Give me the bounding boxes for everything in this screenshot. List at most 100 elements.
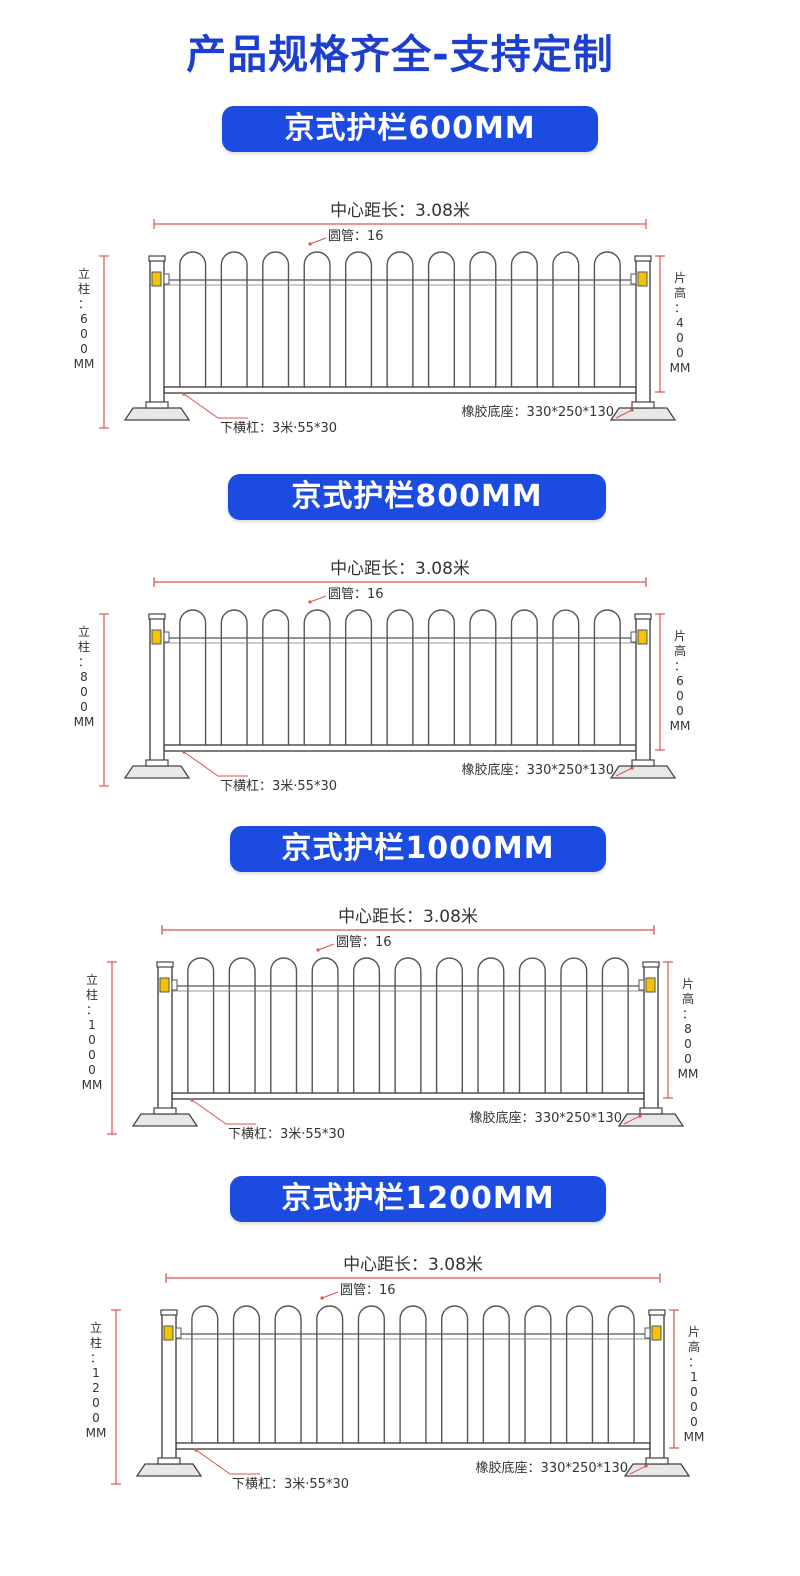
post-clamp bbox=[630, 273, 637, 285]
post-cap bbox=[148, 255, 166, 262]
fence-picket bbox=[441, 1305, 469, 1446]
base-plate bbox=[631, 759, 655, 767]
fence-picket bbox=[565, 1305, 594, 1446]
fence-picket bbox=[607, 1305, 635, 1446]
lower-rail-label: 下横杠：3米·55*30 bbox=[232, 1476, 349, 1492]
center-length-label: 中心距长：3.08米 bbox=[330, 201, 470, 221]
callout-dot bbox=[308, 600, 312, 604]
post-height-label-char: 0 bbox=[80, 700, 88, 714]
fence-picket bbox=[311, 957, 339, 1096]
pipe-callout-line bbox=[309, 237, 327, 245]
rail-callout-line bbox=[195, 1449, 260, 1475]
fence-picket bbox=[179, 251, 207, 390]
panel-height-label-char: MM bbox=[670, 361, 691, 375]
panel-height-label-char: MM bbox=[670, 719, 691, 733]
base-callout-line bbox=[615, 767, 633, 777]
post-height-label-char: ： bbox=[78, 655, 90, 669]
post-height-label-char: 1 bbox=[92, 1366, 100, 1380]
fence-picket bbox=[394, 957, 422, 1096]
spec-banner: 京式护栏1200MM bbox=[230, 1176, 606, 1222]
base-plate bbox=[645, 1457, 669, 1465]
post-height-label-char: 立 bbox=[78, 266, 90, 281]
fence-picket bbox=[601, 957, 629, 1096]
pipe-callout-line bbox=[317, 943, 335, 951]
pipe-label: 圆管：16 bbox=[328, 229, 384, 244]
panel-height-label-char: 0 bbox=[690, 1385, 698, 1399]
post-height-label-char: 0 bbox=[92, 1396, 100, 1410]
page-title: 产品规格齐全-支持定制 bbox=[186, 32, 614, 78]
panel-height-label-char: 1 bbox=[690, 1370, 698, 1384]
callout-dot bbox=[182, 750, 186, 754]
post-clamp bbox=[638, 979, 645, 991]
pipe-callout-line bbox=[321, 1291, 339, 1299]
spec-banner: 京式护栏800MM bbox=[228, 474, 606, 520]
fence-picket bbox=[303, 251, 331, 390]
post-height-label-char: MM bbox=[82, 1078, 103, 1092]
fence-picket bbox=[593, 251, 621, 390]
fence-picket bbox=[303, 609, 331, 748]
center-length-label: 中心距长：3.08米 bbox=[343, 1255, 483, 1275]
post-clamp bbox=[171, 979, 178, 991]
reflector-icon bbox=[151, 629, 162, 645]
post-height-label-char: 柱 bbox=[86, 987, 98, 1002]
post-clamp bbox=[163, 273, 170, 285]
post-clamp bbox=[175, 1327, 182, 1339]
fence-picket bbox=[593, 609, 621, 748]
callout-dot bbox=[182, 392, 186, 396]
panel-height-label-char: 0 bbox=[676, 689, 684, 703]
fence-picket bbox=[482, 1305, 510, 1446]
fence-picket bbox=[510, 251, 538, 390]
post-height-label-char: MM bbox=[74, 357, 95, 371]
post-height-label-char: ： bbox=[78, 297, 90, 311]
reflector-icon bbox=[637, 629, 648, 645]
panel-height-label-char: 0 bbox=[690, 1400, 698, 1414]
rubber-base bbox=[123, 407, 191, 421]
reflector-icon bbox=[163, 1325, 174, 1341]
fence-picket bbox=[386, 609, 414, 748]
panel-height-label-char: 4 bbox=[676, 316, 684, 330]
lower-rail-label: 下横杠：3米·55*30 bbox=[228, 1126, 345, 1142]
rubber-base bbox=[609, 765, 677, 779]
panel-height-label-char: 6 bbox=[676, 674, 684, 688]
post-cap bbox=[642, 961, 660, 968]
spec-banner: 京式护栏600MM bbox=[222, 106, 598, 152]
panel-height-label-char: 8 bbox=[684, 1022, 692, 1036]
fence-picket bbox=[552, 251, 580, 390]
base-callout-line bbox=[615, 409, 633, 419]
panel-height-label-char: 0 bbox=[676, 346, 684, 360]
post-height-label-char: 8 bbox=[80, 670, 88, 684]
post-height-label-char: MM bbox=[86, 1426, 107, 1440]
post-height-label-char: 0 bbox=[92, 1411, 100, 1425]
panel-height-label-char: 高 bbox=[688, 1339, 700, 1354]
base-plate bbox=[157, 1457, 181, 1465]
pipe-label: 圆管：16 bbox=[336, 935, 392, 950]
fence-picket bbox=[469, 609, 497, 748]
fence-picket bbox=[552, 609, 580, 748]
post-height-label-char: ： bbox=[86, 1003, 98, 1017]
rubber-base-label: 橡胶底座：330*250*130 bbox=[470, 1110, 622, 1126]
callout-dot bbox=[190, 1098, 194, 1102]
reflector-icon bbox=[637, 271, 648, 287]
fence-picket bbox=[187, 957, 215, 1096]
panel-height-label-char: 片 bbox=[674, 629, 686, 643]
post-clamp bbox=[644, 1327, 651, 1339]
post-height-label-char: 0 bbox=[88, 1063, 96, 1077]
reflector-icon bbox=[645, 977, 656, 993]
fence-picket bbox=[274, 1305, 302, 1446]
rubber-base-label: 橡胶底座：330*250*130 bbox=[462, 762, 614, 778]
post-height-label-char: 0 bbox=[88, 1048, 96, 1062]
lower-rail bbox=[171, 1092, 645, 1100]
post-height-label-char: MM bbox=[74, 715, 95, 729]
fence-picket bbox=[427, 251, 456, 390]
post-height-label-char: 立 bbox=[86, 972, 98, 987]
panel-height-label-char: 高 bbox=[674, 285, 686, 300]
fence-picket bbox=[352, 957, 381, 1096]
rail-callout-line bbox=[191, 1099, 256, 1125]
panel-height-label-char: 0 bbox=[676, 704, 684, 718]
fence-picket bbox=[435, 957, 464, 1096]
post-height-label-char: 1 bbox=[88, 1018, 96, 1032]
post-height-label-char: 2 bbox=[92, 1381, 100, 1395]
panel-height-label-char: 片 bbox=[688, 1325, 700, 1339]
fence-picket bbox=[344, 251, 373, 390]
